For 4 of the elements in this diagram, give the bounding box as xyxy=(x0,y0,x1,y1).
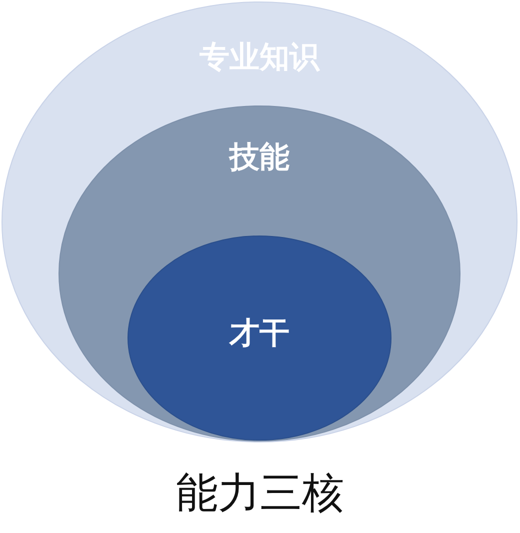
inner-ellipse xyxy=(128,236,392,440)
ellipse-label: 才干 xyxy=(230,315,290,353)
caption: 能力三核 xyxy=(176,467,344,519)
ellipse-label: 技能 xyxy=(230,139,290,177)
